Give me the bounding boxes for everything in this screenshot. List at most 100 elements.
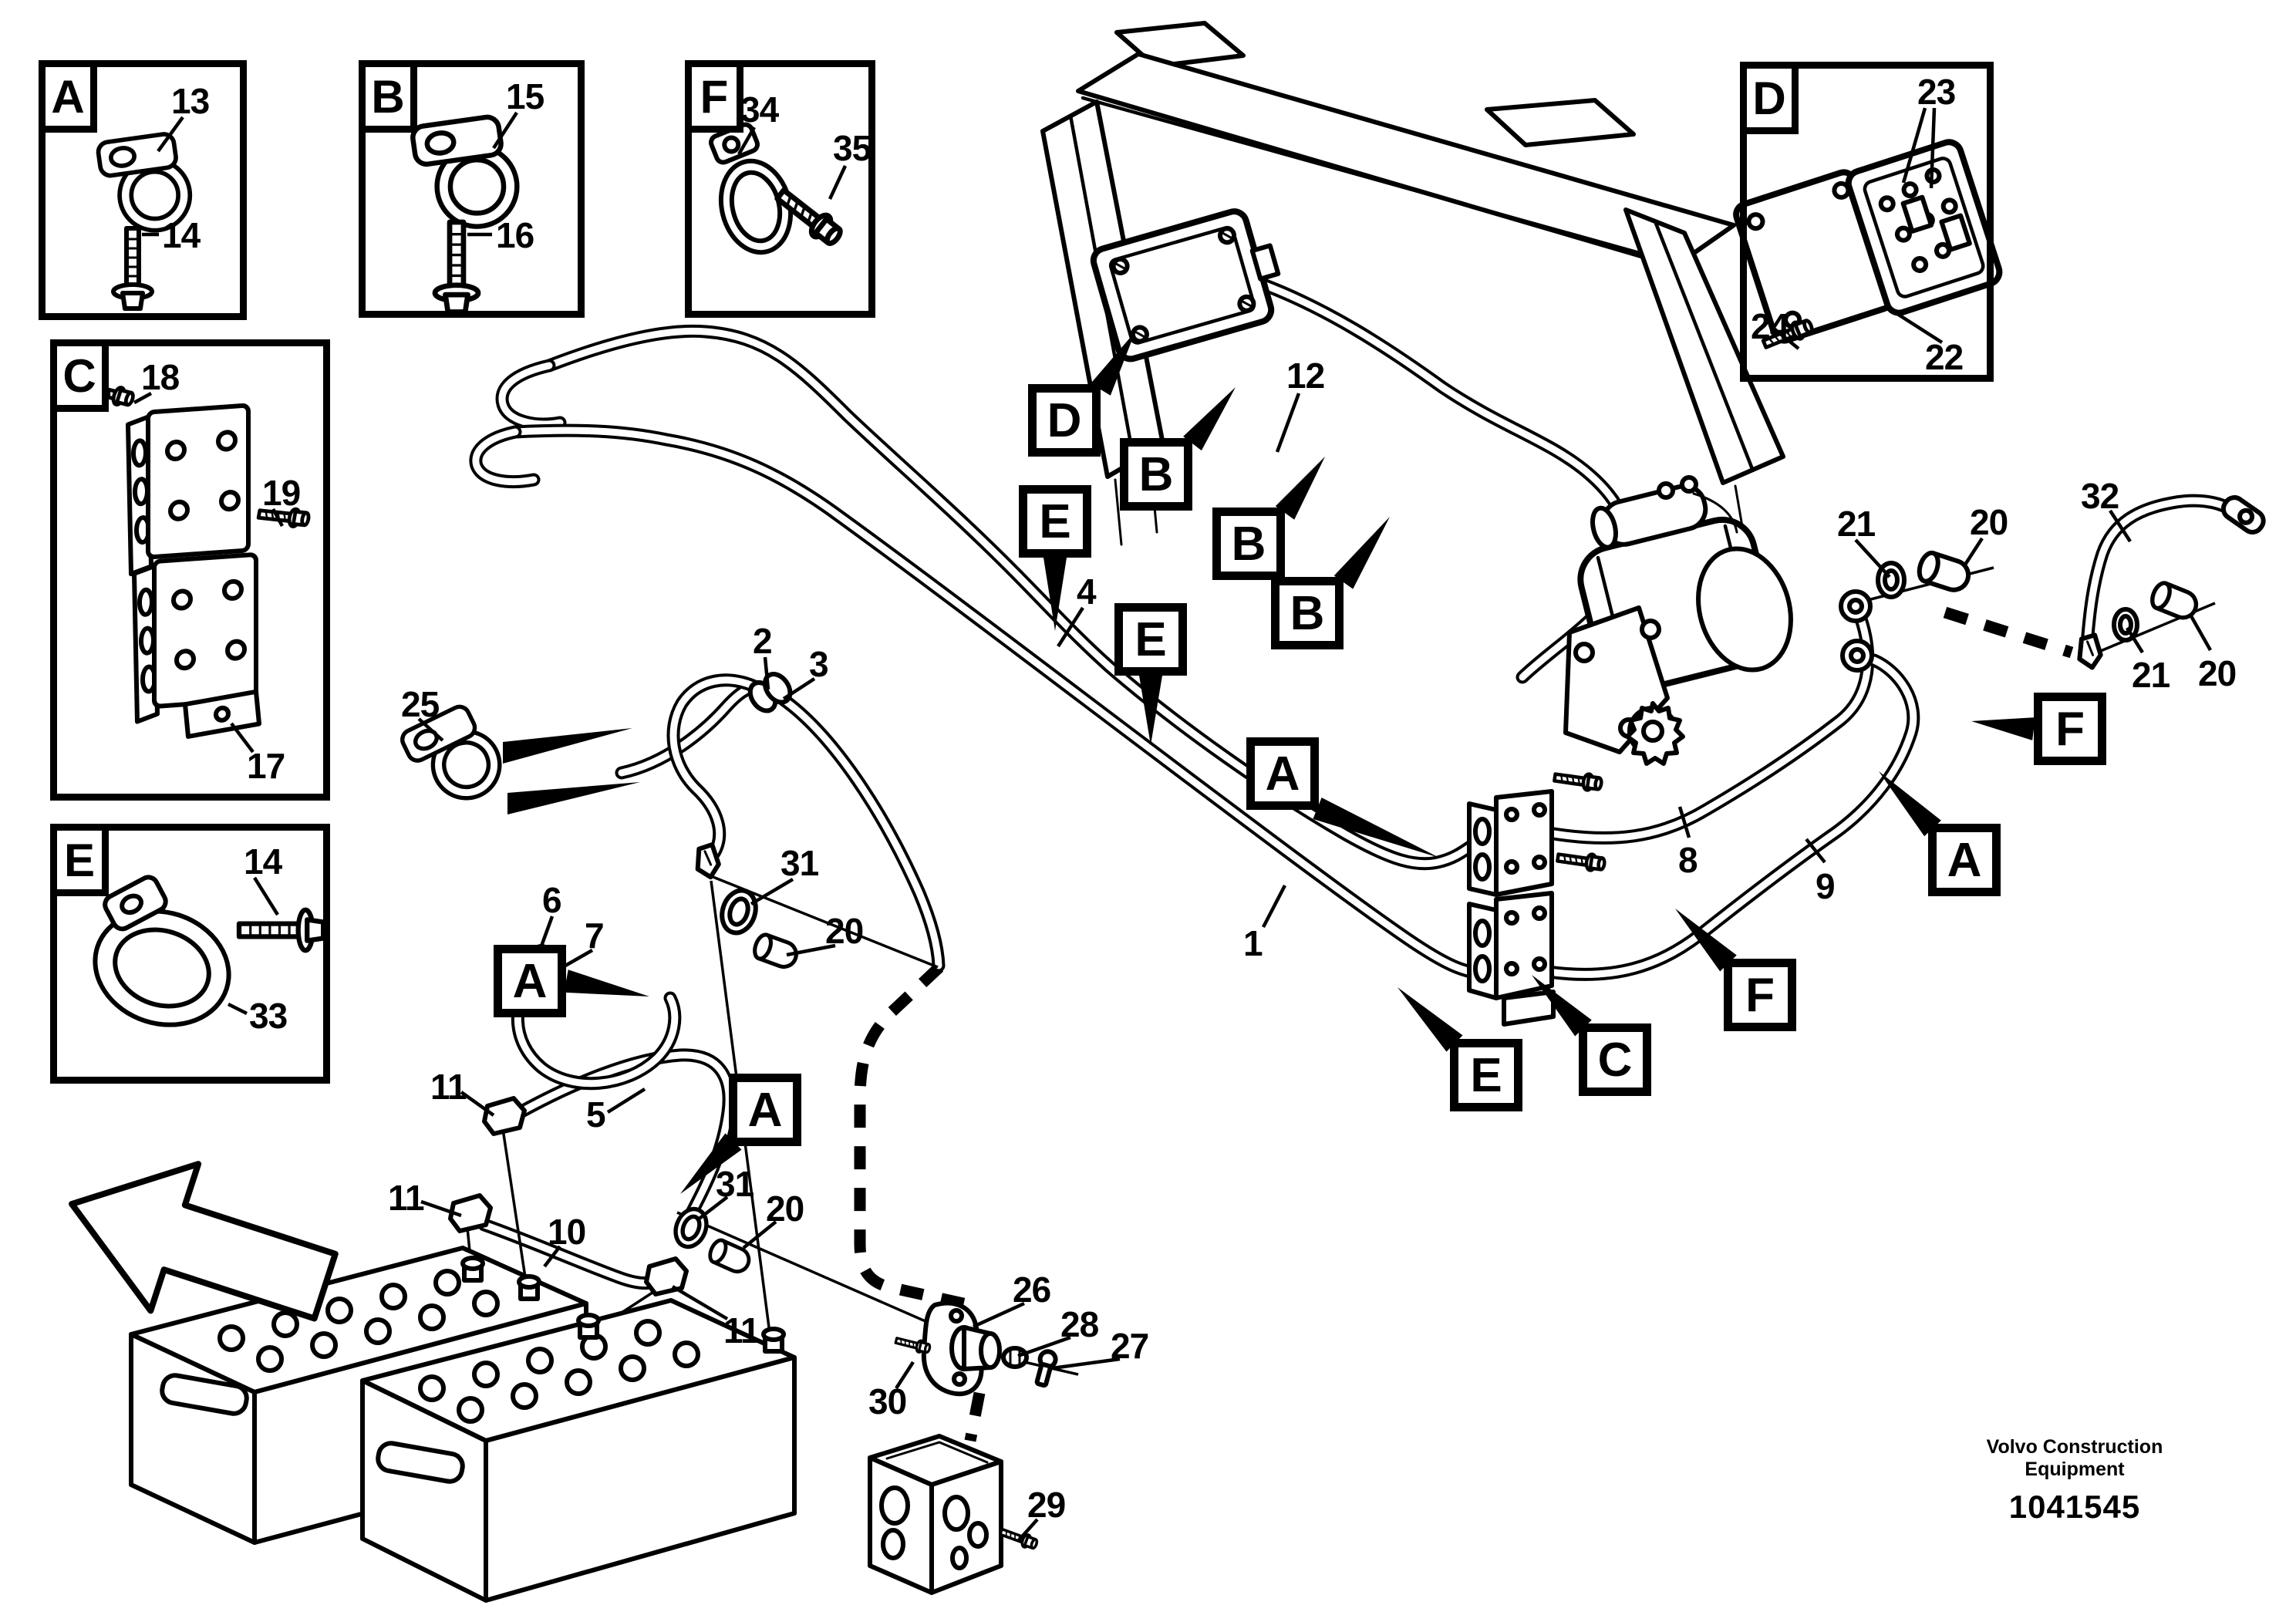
callout-leader-20 [786,943,836,957]
part-callout-22-13: 22 [1925,337,1964,377]
part-callout-33-10: 33 [249,996,288,1036]
panel-letter-c: C [50,339,109,412]
callout-leader-31 [750,878,794,905]
junction-box [868,1434,1040,1595]
grommet-31 [670,1205,712,1252]
clamp-25 [396,698,640,814]
ref-label-f-10: F [2034,693,2106,765]
part-callout-15-2: 15 [506,76,544,116]
label-pointer-d [1091,332,1135,396]
key-27 [1034,1349,1058,1388]
panel-c-art [83,363,310,739]
ref-label-a-6: A [494,945,566,1017]
ref-label-a-7: A [1246,737,1319,810]
callout-leader-8 [1677,806,1691,838]
callout-leader-32 [2109,509,2132,543]
leader-lines [133,107,2212,1543]
part-callout-16-3: 16 [496,215,534,255]
part-callout-26-30: 26 [1013,1270,1051,1310]
clamp-bracket [1467,770,1606,1027]
part-callout-2-16: 2 [753,621,773,661]
part-callout-25-18: 25 [401,684,440,724]
label-pointer-a [564,969,649,996]
callout-leader-9 [1805,838,1826,864]
panel-f-art [709,122,845,255]
callout-leader-27 [1051,1357,1121,1371]
ref-label-f-9: F [1724,959,1796,1031]
label-pointers [564,332,2035,1194]
callout-leader-11 [460,1091,495,1117]
panel-letter-f: F [685,60,743,133]
part-callout-9-37: 9 [1816,866,1836,906]
ref-label-b-1: B [1120,438,1192,511]
part-callout-20-22: 20 [825,911,864,951]
part-callout-1-35: 1 [1243,923,1263,963]
callout-leader-33 [227,1002,248,1016]
label-pointer-a [1879,771,1941,837]
hidden-cable-dashes [854,606,2074,1442]
part-callout-3-17: 3 [809,644,829,684]
callout-leader-2 [763,656,770,690]
label-pointer-e [1397,987,1463,1052]
part-callout-12-14: 12 [1286,356,1325,396]
detail-panel-e [50,824,330,1084]
nut-28 [1001,1346,1029,1369]
part-callout-10-26: 10 [548,1212,586,1252]
callout-leader-17 [230,722,255,754]
cable-terminals-11 [448,1096,689,1297]
label-pointer-f [1675,909,1737,972]
part-callout-29-34: 29 [1027,1485,1066,1525]
part-callout-24-12: 24 [1751,306,1789,346]
callout-leader-11 [671,1285,729,1320]
part-callout-20-29: 20 [766,1189,804,1229]
part-callout-23-11: 23 [1917,72,1956,112]
battery-posts [460,1256,786,1354]
detail-panel-f [685,60,875,318]
label-pointer-a [680,1133,742,1194]
part-callout-4-15: 4 [1077,572,1097,612]
part-callout-8-36: 8 [1678,840,1698,880]
callout-leader-11 [420,1199,462,1218]
part-callout-28-31: 28 [1060,1304,1099,1344]
callout-leader-23-b [1929,107,1937,189]
starter-motor-illustration [1563,475,1793,766]
callout-leader-10 [543,1245,561,1268]
battery-cell-caps [217,1269,500,1373]
part-callout-11-25: 11 [388,1178,425,1218]
part-callout-21-38: 21 [1837,504,1876,544]
callout-leader-15 [492,111,518,150]
callout-leader-6 [538,916,555,951]
callout-leader-1 [1262,884,1286,929]
part-callout-19-7: 19 [262,473,301,513]
disconnect-switch [893,1300,1079,1397]
callout-leader-24 [1772,327,1800,350]
callout-leader-30 [895,1361,915,1390]
ground-cable-32 [2077,495,2266,669]
direction-arrow [69,1161,339,1322]
panel-letter-d: D [1740,62,1799,134]
part-callout-34-4: 34 [740,89,779,130]
detail-panel-d [1740,62,1994,382]
callout-leader-21 [2126,626,2144,654]
ref-label-a-8: A [1928,824,2001,896]
terminal-box [1845,139,2003,316]
battery-group [129,1096,797,1603]
part-callout-13-0: 13 [171,81,210,121]
label-pointer-a [1313,798,1439,858]
callout-leader-23 [1901,107,1927,184]
part-callout-20-39: 20 [1970,502,2008,542]
label-pointer-e [1139,676,1162,745]
callout-leader-35 [828,165,848,200]
callout-leader-34 [737,126,756,156]
ref-label-c-12: C [1579,1023,1651,1096]
part-callout-20-42: 20 [2198,653,2237,693]
part-callout-21-41: 21 [2132,655,2170,695]
footer-brand-block: Volvo Construction Equipment 1041545 [1959,1436,2190,1526]
detail-panel-c [50,339,330,801]
ref-label-e-11: E [1450,1039,1522,1111]
ref-label-a-13: A [729,1074,801,1146]
part-callout-31-28: 31 [716,1164,754,1204]
label-pointer-f [1971,717,2035,740]
callout-leader-18 [133,392,153,404]
label-pointer-b [1275,457,1325,520]
